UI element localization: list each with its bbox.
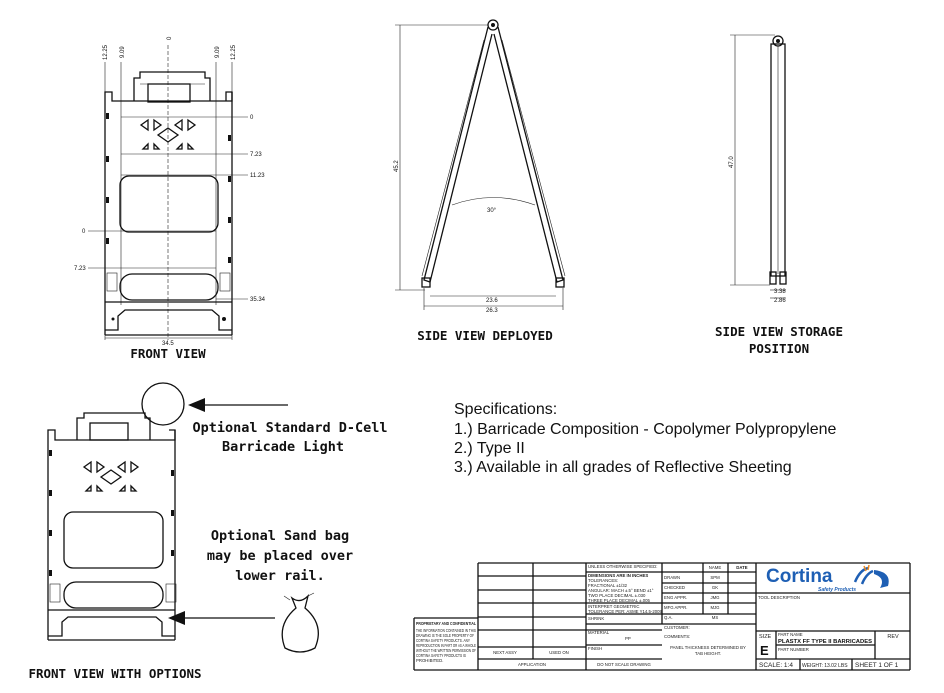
tb-sheet: SHEET 1 OF 1 — [855, 662, 899, 669]
dim-label: 12.25 — [231, 44, 237, 60]
tb-tolerance: FRACTIONAL ±1/32 — [588, 583, 628, 588]
tb-comments: COMMENTS: — [664, 634, 690, 639]
tb-approval-role: MFG APPR. — [664, 605, 687, 610]
tb-proprietary-title: PROPRIETARY AND CONFIDENTIAL — [416, 621, 476, 626]
tb-used-on: USED ON — [549, 650, 569, 655]
tb-approval-role: CHECKED — [664, 585, 685, 590]
tb-application: APPLICATION — [518, 662, 546, 667]
side-storage-caption-2: POSITION — [749, 341, 809, 356]
sandbag-note-1: Optional Sand bag — [211, 528, 349, 544]
tb-next-assy: NEXT ASSY — [493, 650, 517, 655]
side-view-deployed: 45.2 30° 23.6 26.3 SIDE VIEW DEPLOYED — [394, 19, 566, 343]
tb-tolerance: ANGULAR: MACH ±.5° BEND ±1° — [588, 588, 654, 593]
angle-label: 30° — [487, 208, 497, 214]
tb-part-name-label: PART NAME — [778, 632, 803, 637]
front-view-with-options: Optional Standard D-Cell Barricade Light… — [28, 382, 388, 681]
height-dim-label: 45.2 — [394, 160, 400, 172]
tb-material-label: MATERIAL — [588, 630, 610, 635]
spec-item: 3.) Available in all grades of Reflectiv… — [454, 459, 792, 476]
tb-date-header: DATE — [736, 565, 748, 570]
tb-tool-description: TOOL DESCRIPTION — [758, 595, 800, 600]
tb-proprietary-line: DRAWING IS THE SOLE PROPERTY OF — [416, 633, 474, 638]
tb-size-label: SIZE — [759, 634, 772, 640]
dim-label: 35.34 — [250, 297, 266, 303]
tb-proprietary-line: WITHOUT THE WRITTEN PERMISSION OF — [416, 648, 476, 653]
tb-proprietary-line: PROHIBITED. — [416, 658, 443, 663]
outer-width-label: 26.3 — [486, 308, 498, 314]
svg-text:Safety Products: Safety Products — [818, 587, 856, 593]
tb-approval-role: ENG APPR. — [664, 595, 687, 600]
title-block: UNLESS OTHERWISE SPECIFIED: DIMENSIONS A… — [413, 562, 911, 671]
dim-label: 9.09 — [120, 46, 126, 58]
tb-comment-line: PANEL THICKNESS DETERMINED BY — [670, 645, 746, 650]
tb-size: E — [760, 643, 769, 658]
tb-tolerance: TOLERANCES: — [588, 578, 618, 583]
side-view-storage: 47.0 3.38 2.86 SIDE VIEW STORAGE POSITIO… — [715, 34, 843, 356]
cortina-logo: Cortina Safety Products — [766, 564, 889, 593]
tb-scale: SCALE: 1:4 — [759, 662, 793, 669]
inner-width-label: 23.6 — [486, 298, 498, 304]
tb-unless: UNLESS OTHERWISE SPECIFIED: — [588, 564, 657, 569]
svg-text:Cortina: Cortina — [766, 566, 833, 587]
tb-interpret: TOLERANCE PER: ASME Y14.5-2009 — [588, 609, 662, 614]
dim-label: 0 — [167, 36, 173, 40]
side-deployed-caption: SIDE VIEW DEPLOYED — [417, 328, 552, 343]
tb-approval-name: SPM — [710, 575, 720, 580]
tb-proprietary-line: CORTINA SAFETY PRODUCTS IS — [416, 653, 466, 658]
dim-label: 7.23 — [74, 266, 86, 272]
tb-name-header: NAME — [709, 565, 722, 570]
tb-approval-name: JMG — [710, 595, 720, 600]
tb-tolerance: THREE PLACE DECIMAL ±.005 — [588, 598, 651, 603]
tb-rev: REV — [887, 634, 899, 640]
tb-approval-name: MS — [712, 615, 719, 620]
tb-finish: FINISH — [588, 646, 602, 651]
height-dim-label: 47.0 — [729, 156, 735, 168]
tb-proprietary-line: THE INFORMATION CONTAINED IN THIS — [416, 628, 476, 633]
dim-label: 9.09 — [215, 46, 221, 58]
sandbag-note-2: may be placed over — [207, 548, 353, 564]
tb-approval-name: GK — [712, 585, 718, 590]
tb-dims-title: DIMENSIONS ARE IN INCHES — [588, 573, 648, 578]
dim-label: 12.25 — [103, 44, 109, 60]
tb-material: PP — [625, 636, 631, 641]
sandbag-note-3: lower rail. — [235, 568, 324, 584]
tb-comment-line: TAB HEIGHT. — [695, 651, 721, 656]
front-view-caption: FRONT VIEW — [130, 346, 206, 361]
light-note-2: Barricade Light — [222, 439, 344, 455]
tb-weight: WEIGHT: 13.02 LBS — [802, 663, 848, 669]
tb-interpret: INTERPRET GEOMETRIC — [588, 604, 640, 609]
barricade-light-icon — [141, 382, 185, 426]
spec-item: 2.) Type II — [454, 440, 525, 457]
tb-part-number-label: PART NUMBER — [778, 647, 809, 652]
tb-tolerance: TWO PLACE DECIMAL ±.030 — [588, 593, 646, 598]
tb-shrink: SHRINK — [588, 616, 604, 621]
tb-approval-role: Q.A. — [664, 615, 673, 620]
tb-do-not-scale: DO NOT SCALE DRAWING — [597, 662, 651, 667]
dim-label: 11.23 — [250, 173, 265, 179]
tb-approval-name: MJG — [710, 605, 720, 610]
tb-approval-role: DRAWN — [664, 575, 680, 580]
specs-title: Specifications: — [454, 401, 557, 418]
dim-label: 7.23 — [250, 152, 262, 158]
options-view-caption: FRONT VIEW WITH OPTIONS — [28, 666, 201, 681]
tb-customer: CUSTOMER: — [664, 625, 690, 630]
spec-item: 1.) Barricade Composition - Copolymer Po… — [454, 421, 836, 438]
width-dim-label: 34.5 — [162, 341, 174, 347]
sandbag-icon — [281, 592, 319, 653]
front-view: 12.25 9.09 0 9.09 12.25 — [74, 36, 266, 361]
tb-proprietary-line: REPRODUCTION IN PART OR AS A WHOLE — [416, 643, 476, 648]
dim-label: 0 — [82, 229, 86, 235]
side-storage-caption-1: SIDE VIEW STORAGE — [715, 324, 843, 339]
specifications: Specifications: 1.) Barricade Compositio… — [454, 401, 836, 476]
tb-part-name: PLASTX FF TYPE II BARRICADES — [778, 639, 872, 645]
dim-label: 3.38 — [774, 289, 786, 295]
tb-proprietary-line: CORTINA SAFETY PRODUCTS. ANY — [416, 638, 470, 643]
light-note-1: Optional Standard D-Cell — [192, 420, 387, 436]
dim-label: 0 — [250, 115, 254, 121]
dim-label: 2.86 — [774, 298, 786, 304]
